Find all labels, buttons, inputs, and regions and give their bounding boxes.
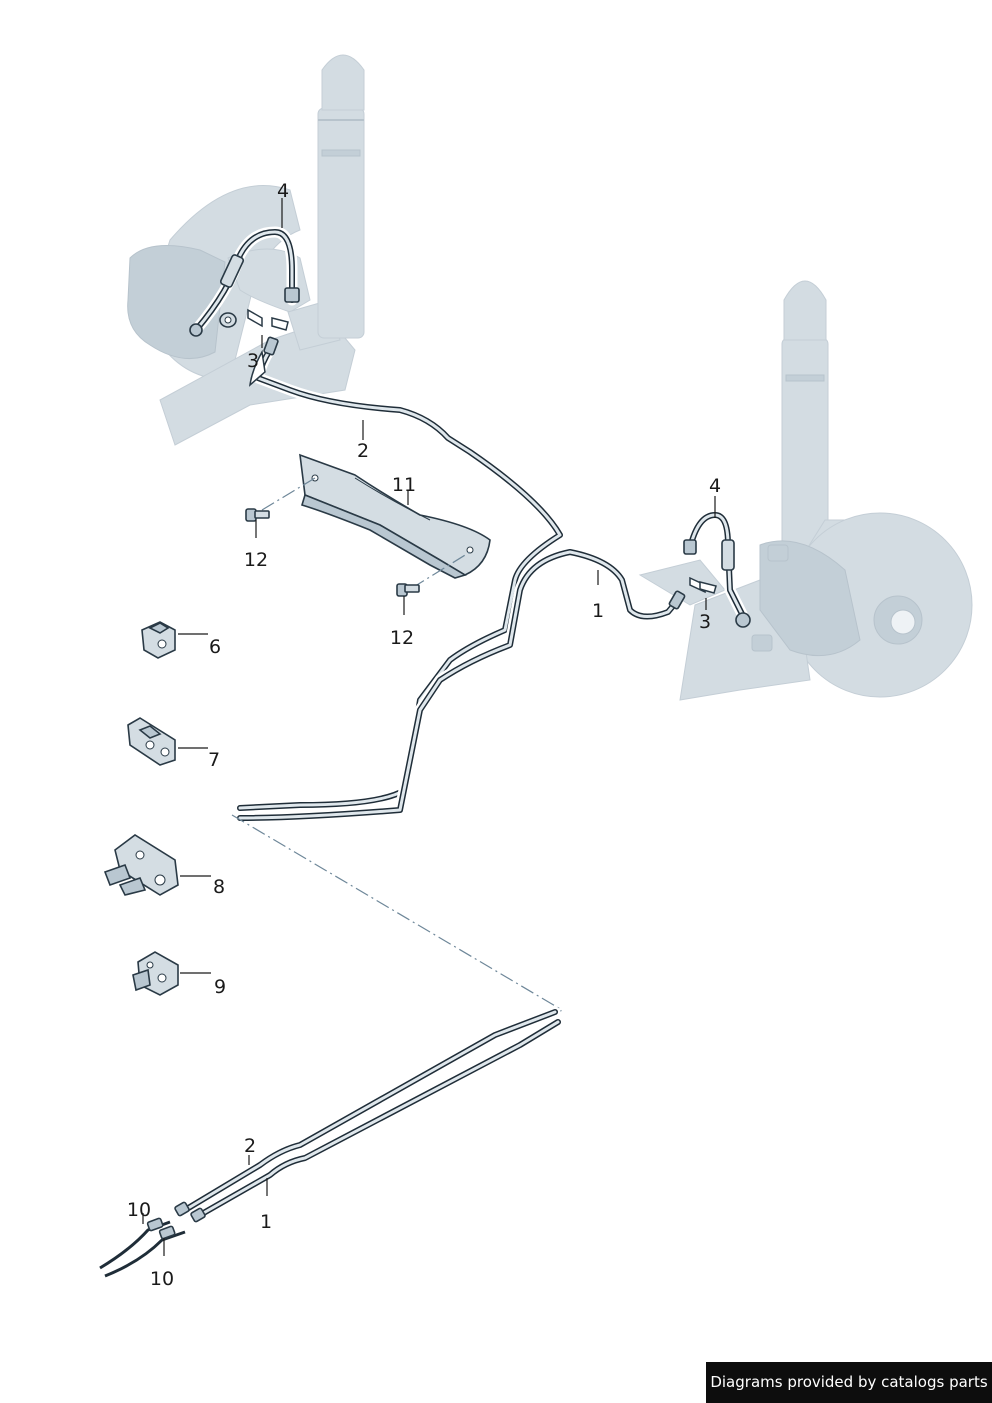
left-retaining-clip bbox=[247, 308, 289, 331]
bolt-upper bbox=[245, 477, 316, 522]
callout-bolt-upper: 12 bbox=[244, 549, 268, 571]
left-brake-hose bbox=[189, 226, 300, 337]
callout-left-hose: 4 bbox=[277, 180, 289, 202]
callout-union-upper: 10 bbox=[127, 1199, 151, 1221]
leader-lines bbox=[142, 198, 716, 1256]
callout-upper-line: 2 bbox=[357, 440, 369, 462]
callout-holder-8: 8 bbox=[213, 876, 225, 898]
line-holder-7 bbox=[127, 717, 176, 766]
callout-right-hose: 4 bbox=[709, 475, 721, 497]
line-holder-8 bbox=[103, 834, 179, 896]
callout-lower-line-1: 1 bbox=[260, 1211, 272, 1233]
callout-holder-9: 9 bbox=[214, 976, 226, 998]
callout-holder-6: 6 bbox=[209, 636, 221, 658]
brake-line-lower bbox=[174, 1006, 564, 1223]
heat-shield bbox=[299, 453, 491, 579]
callout-left-clip: 3 bbox=[247, 350, 259, 372]
brake-line-upper bbox=[234, 336, 566, 814]
line-holder-6 bbox=[141, 621, 176, 659]
callout-right-line: 1 bbox=[592, 600, 604, 622]
callout-union-lower: 10 bbox=[150, 1268, 174, 1290]
callout-lower-line-2: 2 bbox=[244, 1135, 256, 1157]
bolt-lower bbox=[396, 551, 471, 597]
right-wheel-assembly bbox=[638, 280, 973, 701]
brake-line-tail bbox=[99, 1217, 186, 1278]
brake-line-right bbox=[234, 546, 686, 824]
connection-line bbox=[231, 814, 564, 1016]
callout-bolt-lower: 12 bbox=[390, 627, 414, 649]
callout-right-clip: 3 bbox=[699, 611, 711, 633]
line-holder-9 bbox=[132, 951, 179, 996]
credit-banner: Diagrams provided by catalogs parts bbox=[706, 1362, 992, 1403]
right-retaining-clip bbox=[689, 576, 717, 594]
callout-holder-7: 7 bbox=[208, 749, 220, 771]
callout-heat-shield: 11 bbox=[392, 474, 416, 496]
